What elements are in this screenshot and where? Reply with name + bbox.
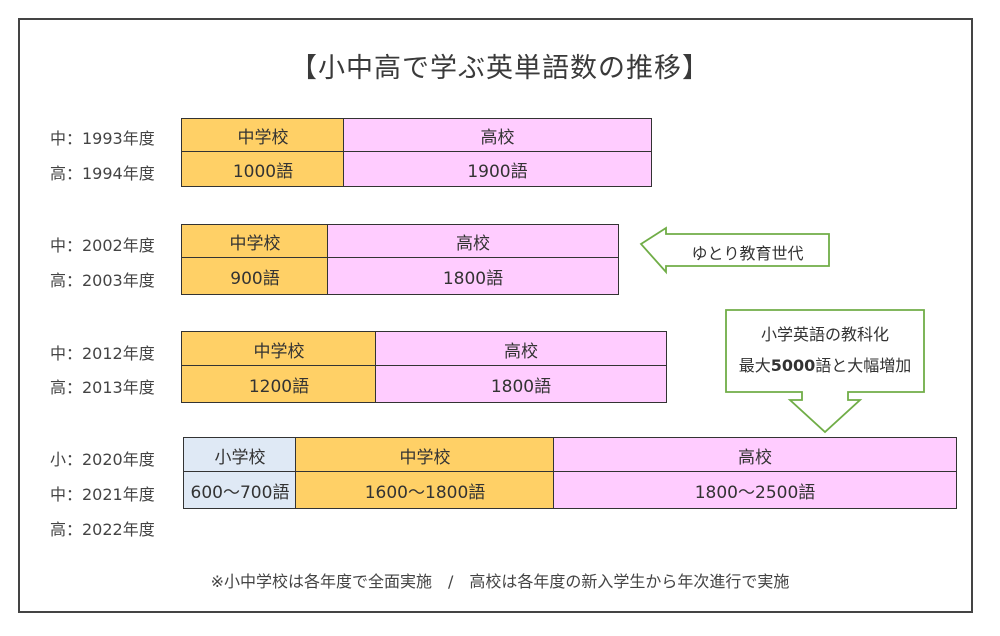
period-3-junior-words: 1200語 — [181, 365, 377, 403]
period-1-high-year: 高：1994年度 — [50, 164, 155, 183]
period-1-junior-year: 中：1993年度 — [50, 129, 155, 148]
period-4-high-words: 1800～2500語 — [553, 471, 957, 509]
diagram-frame — [18, 18, 973, 613]
period-3-junior-year: 中：2012年度 — [50, 344, 155, 363]
period-4-junior-label: 中学校 — [295, 437, 555, 473]
period-3-junior-label: 中学校 — [181, 331, 377, 367]
elementary-callout-line1: 小学英語の教科化 — [760, 325, 889, 344]
period-4-high-year: 高：2022年度 — [50, 520, 155, 539]
elementary-callout-arrow — [725, 309, 925, 434]
period-1-junior-words: 1000語 — [181, 151, 345, 187]
period-4-elementary-words: 600～700語 — [183, 471, 297, 509]
yutori-callout-arrow — [639, 226, 830, 275]
period-2-junior-year: 中：2002年度 — [50, 236, 155, 255]
yutori-callout-text: ゆとり教育世代 — [691, 244, 804, 263]
period-3-high-words: 1800語 — [375, 365, 667, 403]
period-3-high-year: 高：2013年度 — [50, 378, 155, 397]
elementary-callout-line2-pre: 最大 — [738, 356, 771, 375]
period-4-junior-words: 1600～1800語 — [295, 471, 555, 509]
period-2-high-words: 1800語 — [327, 257, 619, 295]
elementary-callout-line2: 最大5000語と大幅増加 — [726, 352, 924, 376]
period-1-high-words: 1900語 — [343, 151, 652, 187]
period-4-high-label: 高校 — [553, 437, 957, 473]
period-4-elementary-year: 小：2020年度 — [50, 450, 155, 469]
elementary-callout-line2-post: 語と大幅増加 — [815, 356, 912, 375]
elementary-callout-line2-bold: 5000 — [770, 356, 816, 375]
diagram-title: 【小中高で学ぶ英単語数の推移】 — [290, 53, 710, 84]
period-2-high-year: 高：2003年度 — [50, 271, 155, 290]
footnote: ※小中学校は各年度で全面実施 / 高校は各年度の新入学生から年次進行で実施 — [210, 572, 790, 591]
period-4-junior-year: 中：2021年度 — [50, 485, 155, 504]
